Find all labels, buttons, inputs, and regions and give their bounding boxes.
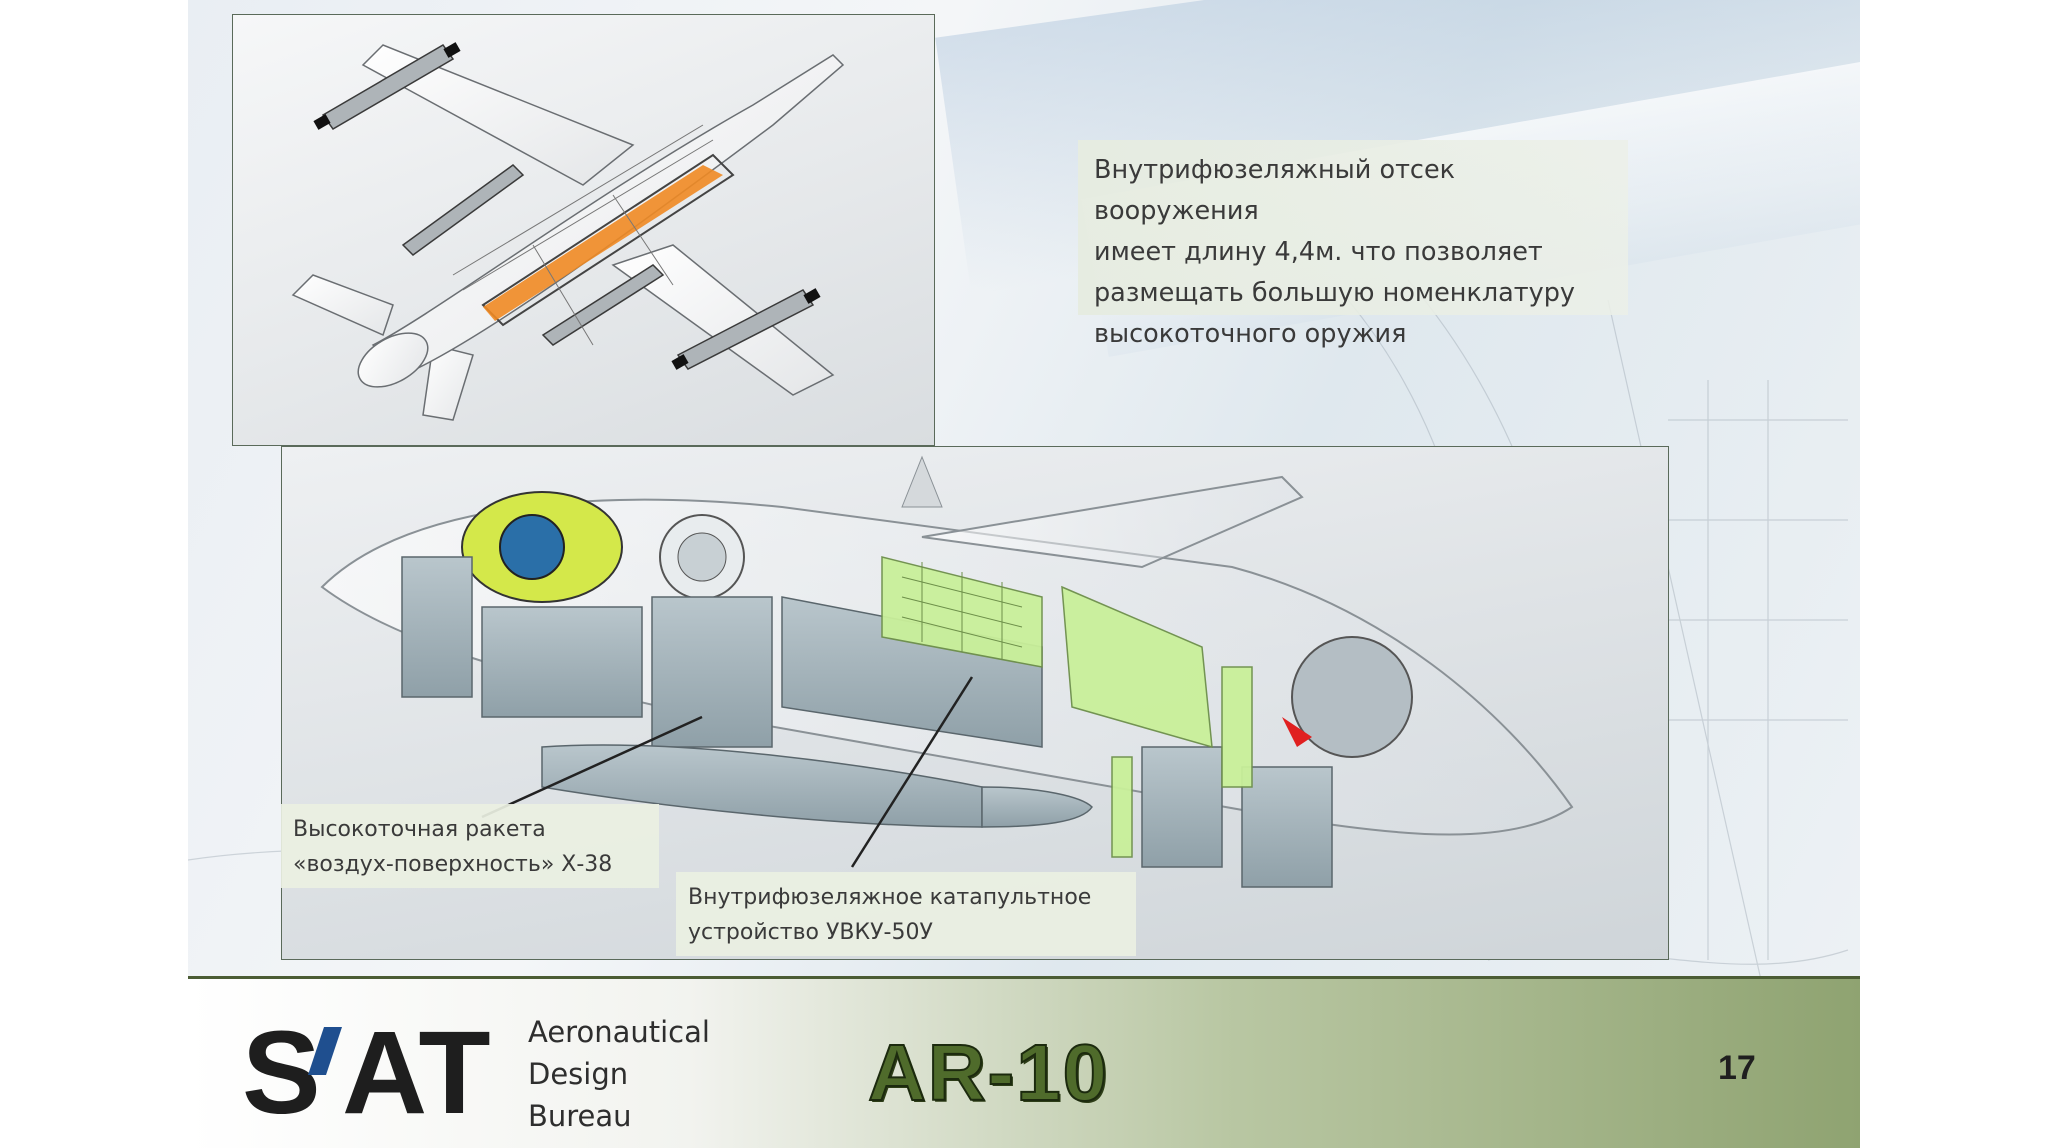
catapult-callout: Внутрифюзеляжное катапультное устройство… xyxy=(676,872,1136,956)
description-box: Внутрифюзеляжный отсек вооружения имеет … xyxy=(1078,140,1628,349)
company-line: Aeronautical xyxy=(528,1015,710,1049)
missile-callout: Высокоточная ракета «воздух-поверхность»… xyxy=(281,804,659,888)
company-name: Aeronautical Design Bureau xyxy=(528,1011,710,1137)
logo-slash-icon xyxy=(308,1027,342,1075)
svg-text:AT: AT xyxy=(342,1015,491,1125)
page-number: 17 xyxy=(1718,1049,1756,1087)
company-line: Design xyxy=(528,1057,629,1091)
catapult-callout-text: Внутрифюзеляжное катапультное устройство… xyxy=(688,885,1092,945)
svg-text:S: S xyxy=(242,1015,321,1125)
company-line: Bureau xyxy=(528,1099,632,1133)
slide: Внутрифюзеляжный отсек вооружения имеет … xyxy=(188,0,1860,1148)
missile-callout-text: Высокоточная ракета «воздух-поверхность»… xyxy=(293,817,613,877)
aircraft-cutaway-illustration xyxy=(320,455,1574,888)
description-text: Внутрифюзеляжный отсек вооружения имеет … xyxy=(1094,155,1576,349)
model-title: AR-10 xyxy=(867,1027,1110,1118)
sat-logo: S AT xyxy=(242,1015,491,1125)
aircraft-top-view-illustration xyxy=(291,42,845,421)
slide-footer: S AT Aeronautical Design Bureau AR-10 17 xyxy=(188,976,1860,1148)
top-view-image xyxy=(232,14,935,446)
